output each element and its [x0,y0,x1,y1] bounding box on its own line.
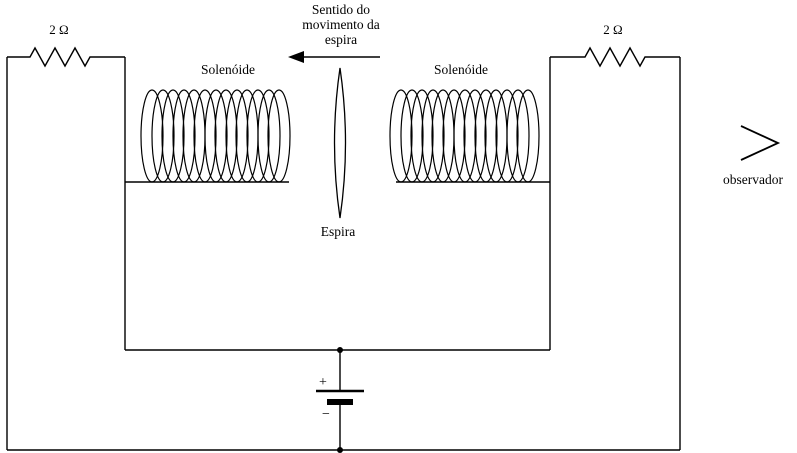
battery-minus-sign: − [322,407,330,422]
coil-turn [140,89,164,183]
coil-turn [474,89,498,183]
coil-turn [225,89,249,183]
observer-eye-icon [740,125,781,161]
battery-plus-sign: + [319,375,327,390]
coil-turn [151,89,175,183]
coil-turn [257,89,281,183]
junction-dot-bottom [337,447,343,453]
caption-line2: movimento da [302,17,380,32]
movement-arrow-head-icon [288,51,304,63]
coil-turn [161,89,185,183]
espira-loop-shape [333,67,347,219]
resistor-left-label: 2 Ω [49,22,68,37]
coil-turn [204,89,228,183]
solenoid-right-label: Solenóide [434,62,488,77]
resistor-right-wire [550,46,680,68]
resistor-right-label: 2 Ω [603,22,622,37]
coil-turn [495,89,519,183]
coil-turn [453,89,477,183]
caption-line3: espira [325,32,357,47]
solenoid-left-label: Solenóide [201,62,255,77]
circuit-wires [6,46,681,453]
coil-turn [193,89,217,183]
espira-label: Espira [321,224,356,239]
coil-turn [267,89,291,183]
resistor-left-wire [7,46,125,68]
movement-arrow [288,51,380,63]
caption-line1: Sentido do [312,2,370,17]
coil-turn [410,89,434,183]
junction-dot-top [337,347,343,353]
left-solenoid-coil [140,89,291,183]
coil-turn [516,89,540,183]
coil-turn [389,89,413,183]
coil-turn [442,89,466,183]
observer-label: observador [723,172,783,187]
coil-turn [506,89,530,183]
coil-turn [172,89,196,183]
labels: Sentido do movimento da espira 2 Ω 2 Ω S… [49,2,622,239]
coil-turn [214,89,238,183]
coil-turn [463,89,487,183]
observer: observador [723,125,783,187]
coil-turn [421,89,445,183]
coil-turn [246,89,270,183]
coil-turn [400,89,424,183]
battery-symbol: + − [316,375,364,422]
right-solenoid-coil [389,89,540,183]
